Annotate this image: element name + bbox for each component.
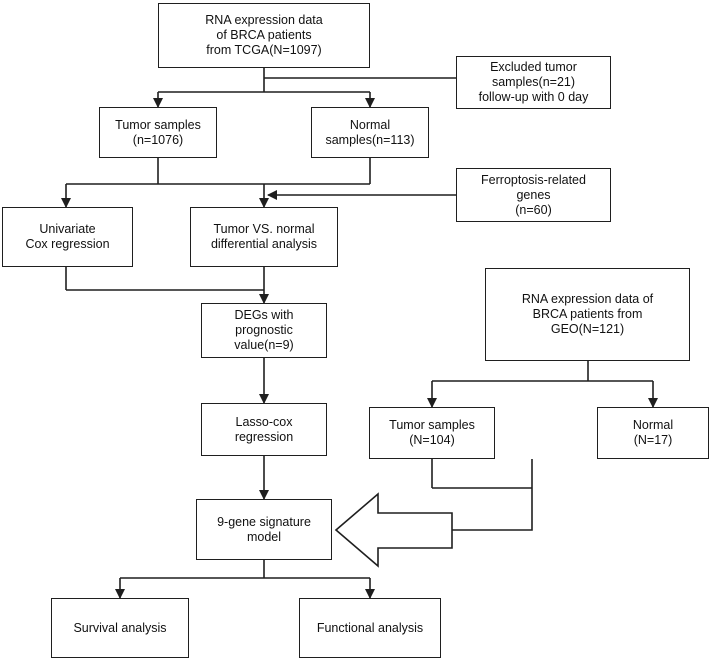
univariate-cox-label: Univariate Cox regression bbox=[25, 222, 110, 251]
tumor-samples-tcga-box: Tumor samples (n=1076) bbox=[99, 107, 217, 158]
tcga-data-label: RNA expression data of BRCA patients fro… bbox=[205, 13, 323, 57]
survival-analysis-label: Survival analysis bbox=[73, 620, 167, 635]
ferroptosis-genes-box: Ferroptosis-related genes (n=60) bbox=[456, 168, 611, 222]
normal-samples-tcga-label: Normal samples(n=113) bbox=[325, 117, 415, 147]
lasso-cox-label: Lasso-cox regression bbox=[234, 414, 294, 444]
differential-analysis-box: Tumor VS. normal differential analysis bbox=[190, 207, 338, 267]
ferroptosis-genes-label: Ferroptosis-related genes (n=60) bbox=[481, 172, 586, 217]
lasso-cox-box: Lasso-cox regression bbox=[201, 403, 327, 456]
univariate-cox-box: Univariate Cox regression bbox=[2, 207, 133, 267]
survival-analysis-box: Survival analysis bbox=[51, 598, 189, 658]
tumor-samples-tcga-label: Tumor samples (n=1076) bbox=[115, 117, 201, 147]
signature-model-label: 9-gene signature model bbox=[217, 514, 311, 544]
degs-label: DEGs with prognostic value(n=9) bbox=[234, 308, 294, 352]
hollow-arrow bbox=[334, 492, 453, 568]
tumor-samples-geo-label: Tumor samples (N=104) bbox=[389, 418, 475, 447]
geo-data-label: RNA expression data of BRCA patients fro… bbox=[521, 292, 654, 336]
normal-geo-box: Normal (N=17) bbox=[597, 407, 709, 459]
differential-analysis-label: Tumor VS. normal differential analysis bbox=[210, 222, 318, 251]
geo-data-box: RNA expression data of BRCA patients fro… bbox=[485, 268, 690, 361]
excluded-samples-box: Excluded tumor samples(n=21) follow-up w… bbox=[456, 56, 611, 109]
normal-samples-tcga-box: Normal samples(n=113) bbox=[311, 107, 429, 158]
functional-analysis-box: Functional analysis bbox=[299, 598, 441, 658]
signature-model-box: 9-gene signature model bbox=[196, 499, 332, 560]
tumor-samples-geo-box: Tumor samples (N=104) bbox=[369, 407, 495, 459]
tcga-data-box: RNA expression data of BRCA patients fro… bbox=[158, 3, 370, 68]
excluded-samples-label: Excluded tumor samples(n=21) follow-up w… bbox=[478, 60, 589, 104]
degs-box: DEGs with prognostic value(n=9) bbox=[201, 303, 327, 358]
connector-geo-to-hollow-arrow bbox=[452, 488, 533, 531]
functional-analysis-label: Functional analysis bbox=[316, 620, 424, 635]
normal-geo-label: Normal (N=17) bbox=[632, 418, 674, 447]
